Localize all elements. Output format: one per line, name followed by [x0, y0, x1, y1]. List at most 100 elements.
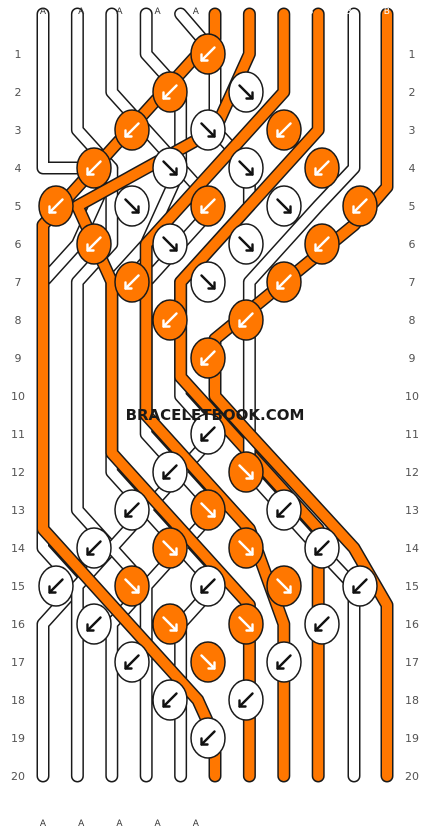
row-number-left: 19	[11, 732, 25, 745]
knot	[190, 261, 226, 303]
knot	[266, 565, 302, 607]
knot	[266, 185, 302, 227]
arrow-down-left-icon	[124, 129, 133, 138]
arrow-shaft	[238, 160, 254, 176]
knot	[190, 717, 226, 759]
row-number-left: 1	[15, 48, 22, 61]
arrow-down-left-icon	[352, 205, 361, 214]
arrow-shaft	[48, 578, 64, 594]
arrow-down-left-icon	[162, 699, 171, 708]
knot	[190, 413, 226, 455]
knot	[76, 223, 112, 265]
arrow-down-left-icon	[86, 547, 95, 556]
row-number-right: 3	[409, 124, 416, 137]
arrow-down-right-icon	[207, 661, 216, 670]
arrow-down-right-icon	[169, 547, 178, 556]
row-number-right: 7	[409, 276, 416, 289]
arrow-shaft	[200, 654, 216, 670]
knot	[190, 337, 226, 379]
knot	[304, 603, 340, 645]
knot	[190, 185, 226, 227]
string-label-bottom: B	[307, 819, 313, 829]
knot	[76, 603, 112, 645]
arrow-shaft	[124, 578, 140, 594]
row-number-left: 17	[11, 656, 25, 669]
knot	[342, 185, 378, 227]
arrow-down-left-icon	[162, 471, 171, 480]
arrow-down-left-icon	[200, 433, 209, 442]
string-label-top: A	[193, 7, 200, 17]
arrow-down-right-icon	[245, 623, 254, 632]
row-number-right: 9	[409, 352, 416, 365]
row-number-right: 5	[409, 200, 416, 213]
knot	[152, 299, 188, 341]
arrow-shaft	[86, 236, 102, 252]
row-number-right: 2	[409, 86, 416, 99]
arrow-down-left-icon	[276, 661, 285, 670]
row-number-right: 13	[405, 504, 419, 517]
arrow-shaft	[238, 84, 254, 100]
knot	[228, 451, 264, 493]
knot	[38, 565, 74, 607]
knot	[190, 641, 226, 683]
arrow-down-left-icon	[200, 357, 209, 366]
knot	[114, 565, 150, 607]
arrow-down-left-icon	[48, 585, 57, 594]
row-number-right: 10	[405, 390, 419, 403]
knot	[152, 679, 188, 721]
row-number-left: 11	[11, 428, 25, 441]
knot	[266, 261, 302, 303]
knot	[228, 71, 264, 113]
arrow-shaft	[162, 236, 178, 252]
arrow-down-left-icon	[86, 167, 95, 176]
string-label-top: B	[346, 7, 352, 17]
arrow-shaft	[352, 198, 368, 214]
arrow-shaft	[238, 692, 254, 708]
row-number-left: 8	[15, 314, 22, 327]
arrow-down-left-icon	[162, 91, 171, 100]
arrow-down-left-icon	[124, 661, 133, 670]
knot	[76, 527, 112, 569]
arrow-shaft	[200, 274, 216, 290]
knot	[190, 109, 226, 151]
row-number-left: 9	[15, 352, 22, 365]
arrow-shaft	[200, 502, 216, 518]
arrow-down-left-icon	[200, 205, 209, 214]
knot	[38, 185, 74, 227]
row-number-right: 18	[405, 694, 419, 707]
string-label-bottom: B	[269, 819, 275, 829]
string-label-bottom: A	[193, 819, 200, 829]
knot	[152, 71, 188, 113]
knot	[114, 641, 150, 683]
row-number-left: 18	[11, 694, 25, 707]
arrow-down-right-icon	[245, 91, 254, 100]
row-number-right: 16	[405, 618, 419, 631]
knot	[228, 527, 264, 569]
arrow-shaft	[124, 198, 140, 214]
arrow-down-right-icon	[207, 129, 216, 138]
arrow-shaft	[162, 464, 178, 480]
string-label-top: A	[78, 7, 85, 17]
watermark: BRACELETBOOK.COM	[126, 406, 305, 424]
arrow-down-right-icon	[169, 243, 178, 252]
row-number-left: 5	[15, 200, 22, 213]
arrow-down-right-icon	[169, 623, 178, 632]
arrow-down-left-icon	[238, 319, 247, 328]
knot	[114, 185, 150, 227]
arrow-shaft	[200, 350, 216, 366]
knot	[114, 261, 150, 303]
row-number-right: 8	[409, 314, 416, 327]
arrow-shaft	[238, 312, 254, 328]
row-number-right: 1	[409, 48, 416, 61]
knot	[190, 565, 226, 607]
arrow-down-right-icon	[283, 585, 292, 594]
knot	[190, 489, 226, 531]
row-number-left: 7	[15, 276, 22, 289]
arrow-shaft	[238, 616, 254, 632]
arrow-shaft	[162, 540, 178, 556]
arrow-down-left-icon	[124, 281, 133, 290]
string-label-top: B	[269, 7, 275, 17]
knot	[228, 223, 264, 265]
